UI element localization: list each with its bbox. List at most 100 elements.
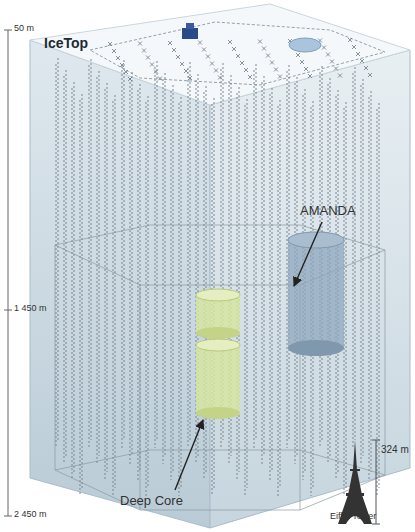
detector-string [74, 82, 75, 472]
tank-mark [176, 55, 180, 59]
detector-string [377, 109, 378, 496]
tank-mark [232, 47, 236, 51]
depth-label: 50 m [14, 24, 34, 34]
tank-mark [120, 63, 124, 67]
detector-string [155, 67, 156, 448]
detector-string [204, 92, 205, 480]
tank-mark [248, 75, 252, 79]
ice-right-face [210, 50, 410, 528]
tank-mark [300, 60, 304, 64]
detector-string [287, 71, 288, 448]
tank-mark [304, 67, 308, 71]
detector-string [278, 106, 279, 496]
tank-mark [150, 63, 154, 67]
tank-mark [236, 54, 240, 58]
detector-string [181, 97, 182, 488]
tank-mark [352, 45, 356, 49]
tank-mark [364, 66, 368, 70]
detector-string [124, 60, 125, 440]
detector-string [361, 85, 362, 464]
tank-mark [322, 46, 326, 50]
detector-string [122, 66, 123, 448]
tank-mark [296, 53, 300, 57]
detector-string [99, 71, 100, 456]
detector-string [179, 103, 180, 496]
detector-string [163, 79, 164, 464]
detector-string [146, 102, 147, 496]
detector-string [157, 61, 158, 440]
tank-mark [356, 52, 360, 56]
depth-scale [4, 30, 12, 516]
detector-string [56, 64, 57, 448]
detector-string [188, 68, 189, 448]
tank-mark [326, 53, 330, 57]
detector-string [58, 58, 59, 440]
tank-mark [108, 42, 112, 46]
detector-string [280, 100, 281, 488]
detector-string [66, 70, 67, 456]
detector-string [237, 93, 238, 480]
tank-mark [308, 74, 312, 78]
tank-mark [266, 54, 270, 58]
detector-string [353, 73, 354, 448]
tank-mark [360, 59, 364, 63]
detector-string [113, 101, 114, 496]
tank-mark [244, 68, 248, 72]
tank-mark [138, 42, 142, 46]
detector-volume [55, 225, 385, 510]
detector-string [371, 91, 372, 472]
tank-mark [334, 67, 338, 71]
tank-mark [202, 48, 206, 52]
detector-string [97, 77, 98, 464]
deepcore-arrow [175, 420, 203, 490]
deepcore-cylinders [196, 289, 240, 419]
reference-label: Eiffel Tower [330, 512, 376, 522]
tank-mark [262, 47, 266, 51]
detector-string [107, 83, 108, 472]
detector-string [254, 70, 255, 448]
detector-string [270, 94, 271, 480]
detector-string [264, 76, 265, 456]
tank-mark [142, 49, 146, 53]
tank-mark [172, 48, 176, 52]
tank-mark [112, 49, 116, 53]
tank-mark [274, 68, 278, 72]
tank-mark [338, 74, 342, 78]
detector-string [369, 97, 370, 480]
detector-string [171, 91, 172, 480]
detector-string [190, 62, 191, 440]
detector-string [355, 67, 356, 440]
detector-string [247, 99, 248, 488]
tank-mark [228, 40, 232, 44]
detector-string [82, 94, 83, 488]
detector-string [256, 64, 257, 440]
detector-string [272, 88, 273, 472]
detector-string [89, 65, 90, 448]
tank-mark [188, 76, 192, 80]
tank-mark [128, 77, 132, 81]
detector-string [130, 78, 131, 464]
detector-strings [56, 58, 379, 496]
tank-mark [258, 40, 262, 44]
tank-mark [198, 41, 202, 45]
tank-mark [214, 69, 218, 73]
detector-string [245, 105, 246, 496]
tank-mark [330, 60, 334, 64]
depth-label: 1 450 m [14, 304, 47, 314]
detector-string [165, 73, 166, 456]
detector-string [115, 95, 116, 488]
icetop-array [90, 22, 385, 85]
tank-mark [146, 56, 150, 60]
amanda-arrow [294, 222, 322, 286]
surface-label: IceTop [44, 36, 88, 51]
part-label: Deep Core [120, 494, 183, 508]
tank-mark [210, 62, 214, 66]
dimension-label: 324 m [381, 444, 409, 455]
detector-string [173, 85, 174, 472]
detector-string [91, 59, 92, 440]
detector-string [72, 88, 73, 480]
part-label: AMANDA [300, 204, 356, 218]
ice-left-face [30, 40, 210, 528]
tank-mark [124, 70, 128, 74]
detector-string [379, 103, 380, 488]
